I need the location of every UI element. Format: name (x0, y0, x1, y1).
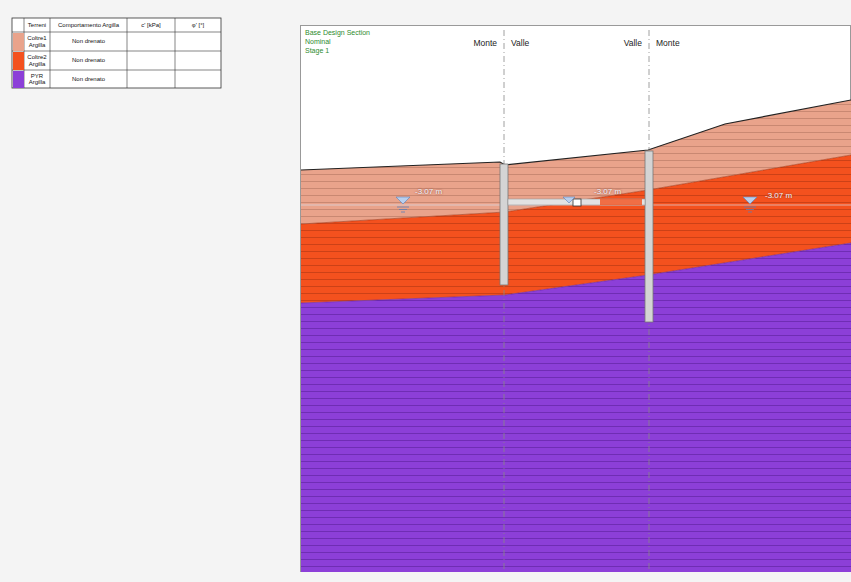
water-level: -3.07 m (415, 188, 442, 196)
water-level: -3.07 m (594, 188, 621, 196)
table-cell: Comportamento Argilla (50, 18, 127, 32)
legend-text: Coltre1 Argilla (24, 32, 50, 51)
section-title: Base Design Section (305, 29, 370, 36)
table-cell: c' [kPa] (127, 18, 175, 32)
table-cell: Non drenato (50, 32, 127, 51)
table-cell: Terreni (24, 18, 50, 32)
side-label: Valle (511, 39, 529, 48)
legend-swatch (13, 71, 24, 88)
legend-swatch (13, 33, 24, 51)
side-label: Monte (473, 39, 497, 48)
legend-text: PYR Argilla (24, 70, 50, 88)
table-cell: φ' [°] (175, 18, 221, 32)
legend-text: Coltre2 Argilla (24, 51, 50, 70)
side-label: Valle (624, 39, 642, 48)
table-cell: Non drenato (50, 70, 127, 88)
side-label: Monte (656, 39, 680, 48)
legend-swatch (13, 52, 24, 70)
table-cell: Non drenato (50, 51, 127, 70)
section-title: Stage 1 (305, 47, 329, 54)
section-title: Nominal (305, 38, 331, 45)
water-level: -3.07 m (765, 192, 792, 200)
